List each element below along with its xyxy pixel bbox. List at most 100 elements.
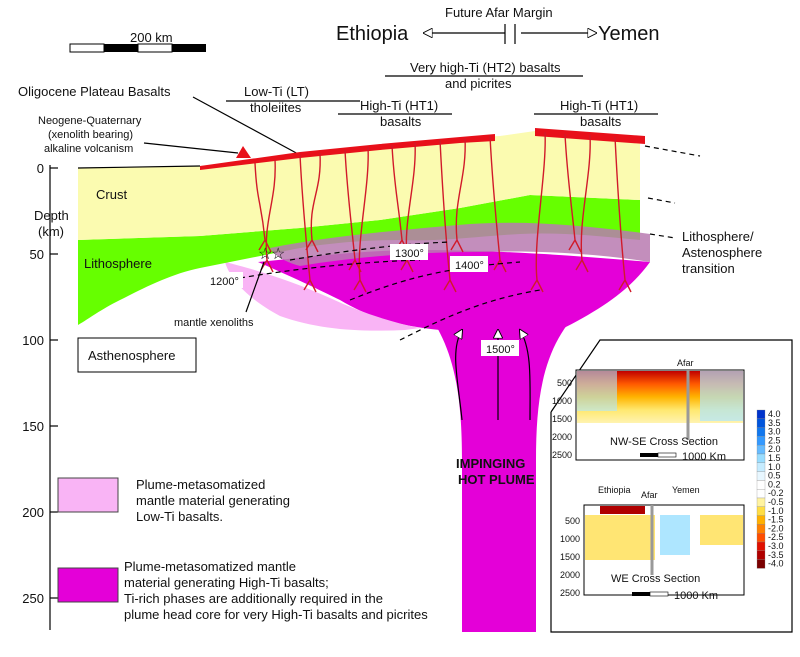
legend-low-ti-3: Low-Ti basalts. bbox=[136, 509, 223, 524]
depth-title-2: (km) bbox=[38, 224, 64, 239]
xenolith-star-2: ☆ bbox=[271, 246, 285, 263]
depth-tick-label: 150 bbox=[22, 419, 44, 434]
feeder-dyke bbox=[450, 137, 466, 253]
inset-depth-tick: 2500 bbox=[560, 588, 580, 598]
depth-axis: Depth (km) 0 50 100 150 200 250 bbox=[22, 161, 69, 630]
inset-depth-tick: 500 bbox=[565, 516, 580, 526]
colorbar-tick: -1.5 bbox=[768, 515, 784, 525]
label-neogene-3: alkaline volcanism bbox=[44, 143, 133, 155]
depth-tick-label: 100 bbox=[22, 333, 44, 348]
colorbar-tick: 2.0 bbox=[768, 444, 781, 454]
label-ht2-2: and picrites bbox=[445, 76, 512, 91]
label-mantle-xenoliths: mantle xenoliths bbox=[174, 317, 254, 329]
bottom-section-title: WE Cross Section bbox=[611, 573, 700, 585]
plume-stem bbox=[420, 302, 588, 632]
depth-title-1: Depth bbox=[34, 208, 69, 223]
label-ht1-b-2: basalts bbox=[580, 114, 622, 129]
label-neogene-2: (xenolith bearing) bbox=[48, 129, 133, 141]
xenolith-star-1: ☆ bbox=[258, 246, 272, 263]
colorbar-swatch bbox=[756, 480, 766, 490]
colorbar-swatch bbox=[756, 515, 766, 525]
legend: Plume-metasomatized mantle material gene… bbox=[57, 477, 428, 622]
inset-depth-tick: 500 bbox=[557, 378, 572, 388]
depth-tick-label: 0 bbox=[37, 161, 44, 176]
bottom-section-left: Ethiopia bbox=[598, 485, 631, 495]
label-ht1-a-1: High-Ti (HT1) bbox=[360, 98, 438, 113]
colorbar-tick: 1.5 bbox=[768, 453, 781, 463]
label-transition-3: transition bbox=[682, 261, 735, 276]
layer-labels: Crust Lithosphere Asthenosphere Lithosph… bbox=[77, 187, 762, 373]
label-lithosphere: Lithosphere bbox=[84, 256, 152, 271]
inset-depth-tick: 1000 bbox=[560, 534, 580, 544]
inset-depth-tick: 2500 bbox=[552, 450, 572, 460]
feeder-dyke bbox=[575, 134, 591, 273]
label-neogene-1: Neogene-Quaternary bbox=[38, 115, 142, 127]
label-low-ti-2: tholeiites bbox=[250, 100, 302, 115]
margin-left-label: Ethiopia bbox=[336, 23, 409, 45]
isotherm-1200: 1200° bbox=[210, 276, 239, 288]
label-low-ti-1: Low-Ti (LT) bbox=[244, 84, 309, 99]
feeder-dyke bbox=[530, 131, 546, 293]
colorbar-swatch bbox=[756, 409, 766, 419]
plume-label-1: IMPINGING bbox=[456, 456, 525, 471]
colorbar-tick: 1.0 bbox=[768, 462, 781, 472]
depth-tick-label: 250 bbox=[22, 591, 44, 606]
feeder-dyke bbox=[299, 154, 317, 293]
colorbar-swatch bbox=[756, 533, 766, 543]
depth-tick-label: 200 bbox=[22, 505, 44, 520]
colorbar-swatch bbox=[756, 445, 766, 455]
isotherm-labels: 1200° 1300° 1400° 1500° bbox=[205, 244, 519, 356]
colorbar-tick: 2.5 bbox=[768, 435, 781, 445]
colorbar-swatch bbox=[756, 524, 766, 534]
colorbar-tick: -0.5 bbox=[768, 497, 784, 507]
legend-high-ti-4: plume head core for very High-Ti basalts… bbox=[124, 607, 428, 622]
isotherm-1500: 1500° bbox=[486, 344, 515, 356]
top-section-title: NW-SE Cross Section bbox=[610, 436, 718, 448]
crust-layer bbox=[78, 131, 640, 240]
bottom-section-scale: 1000 Km bbox=[674, 590, 718, 602]
colorbar-swatch bbox=[756, 506, 766, 516]
colorbar-swatch bbox=[756, 453, 766, 463]
colorbar-swatch bbox=[756, 418, 766, 428]
label-transition-2: Astenosphere bbox=[682, 245, 762, 260]
bottom-section-right: Yemen bbox=[672, 485, 700, 495]
alkaline-volcano bbox=[236, 146, 251, 158]
velocity-colorbar: 4.03.53.02.52.01.51.00.50.2-0.2-0.5-1.0-… bbox=[756, 409, 784, 569]
colorbar-swatch bbox=[756, 436, 766, 446]
feeder-dyke bbox=[489, 135, 507, 273]
margin-right-label: Yemen bbox=[598, 23, 660, 45]
feeder-dyke bbox=[614, 136, 632, 293]
inset-depth-tick: 1500 bbox=[560, 552, 580, 562]
margin-title: Future Afar Margin bbox=[445, 5, 553, 20]
legend-high-ti-1: Plume-metasomatized mantle bbox=[124, 559, 296, 574]
plume-label-2: HOT PLUME bbox=[458, 472, 535, 487]
label-ht1-a-2: basalts bbox=[380, 114, 422, 129]
label-ht2-1: Very high-Ti (HT2) basalts bbox=[410, 60, 561, 75]
label-oligocene: Oligocene Plateau Basalts bbox=[18, 84, 171, 99]
depth-tick-label: 50 bbox=[30, 247, 44, 262]
colorbar-tick: 3.0 bbox=[768, 427, 781, 437]
legend-swatch-low-ti bbox=[57, 477, 119, 513]
feeder-dyke bbox=[564, 133, 582, 253]
label-transition-1: Lithosphere/ bbox=[682, 229, 754, 244]
inset-depth-tick: 1000 bbox=[552, 396, 572, 406]
scale-bar-label: 200 km bbox=[130, 30, 173, 45]
colorbar-tick: 4.0 bbox=[768, 409, 781, 419]
plume-head bbox=[258, 250, 650, 330]
colorbar-swatch bbox=[756, 541, 766, 551]
top-labels: Oligocene Plateau Basalts Low-Ti (LT) th… bbox=[18, 60, 658, 156]
tomography-inset: Afar NW-SE Cross Section 1000 Km 500 1000… bbox=[550, 339, 793, 633]
colorbar-tick: -3.0 bbox=[768, 541, 784, 551]
bottom-section-marker: Afar bbox=[641, 490, 658, 500]
inset-depth-tick: 2000 bbox=[560, 570, 580, 580]
legend-high-ti-3: Ti-rich phases are additionally required… bbox=[124, 591, 383, 606]
legend-low-ti-2: mantle material generating bbox=[136, 493, 290, 508]
colorbar-tick: -3.5 bbox=[768, 550, 784, 560]
top-section-scale: 1000 Km bbox=[682, 451, 726, 463]
margin-header: Future Afar Margin Ethiopia Yemen bbox=[336, 5, 660, 45]
colorbar-swatch bbox=[756, 497, 766, 507]
colorbar-swatch bbox=[756, 462, 766, 472]
xenoliths: ☆ ☆ mantle xenoliths bbox=[174, 246, 285, 329]
